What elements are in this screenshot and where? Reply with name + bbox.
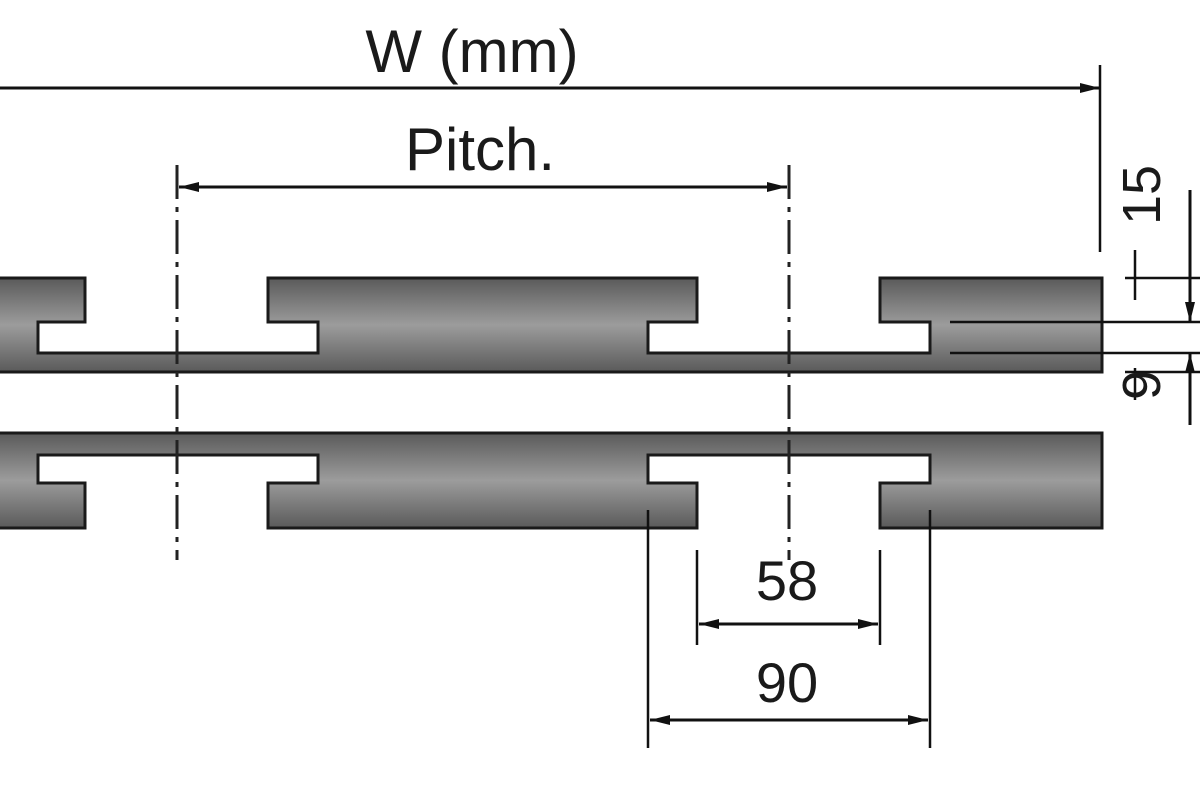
dim-58-label: 58 (756, 549, 818, 612)
lower-rail-body (0, 431, 1104, 530)
width-label: W (mm) (365, 18, 578, 85)
lower-rail (0, 431, 1104, 530)
pitch-label: Pitch. (405, 116, 555, 183)
dim-90-label: 90 (756, 651, 818, 714)
dim-15-label: 15 (1112, 165, 1172, 225)
slot-height-dimensions: 15 9 (950, 165, 1200, 425)
pitch-dimension: Pitch. (179, 116, 787, 192)
slot-width-dimensions: 58 90 (646, 510, 932, 748)
width-dimension: W (mm) (0, 18, 1102, 252)
upper-rail-segment-left (0, 276, 1104, 374)
upper-rail (0, 276, 1104, 374)
dim-9-label: 9 (1112, 370, 1172, 400)
